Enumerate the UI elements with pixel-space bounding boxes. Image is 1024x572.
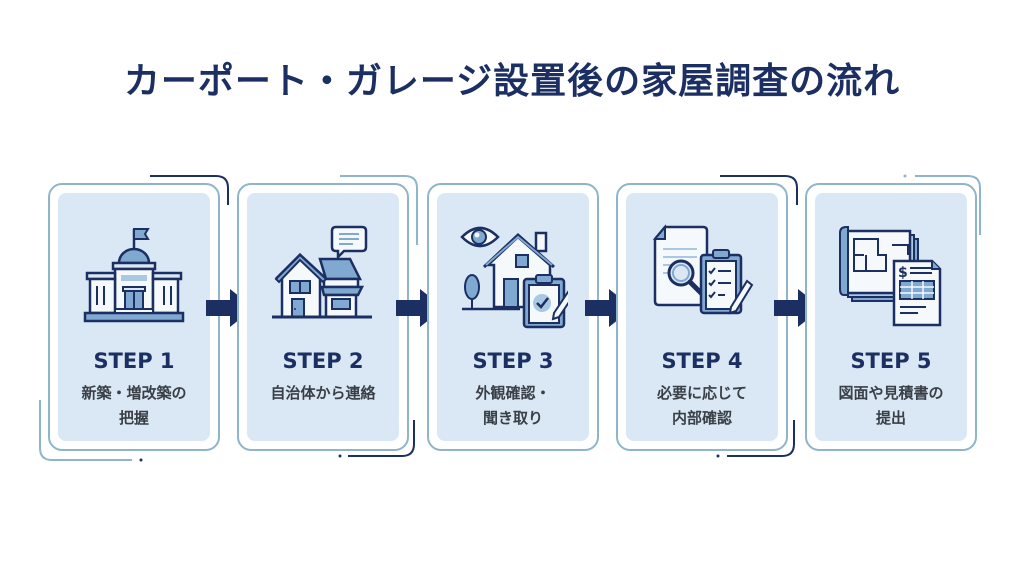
house-with-message-icon [272,225,372,319]
step-card: STEP 2 自治体から連絡 [247,193,399,441]
government-building-icon [83,228,185,323]
step-5-panel: $ STEP 5 図面や見積書の 提出 [805,183,977,451]
step-label: STEP 4 [661,349,743,373]
step-description: 自治体から連絡 [270,384,376,402]
step-4-panel: STEP 4 必要に応じて 内部確認 [616,183,788,451]
step-card: $ STEP 5 図面や見積書の 提出 [815,193,967,441]
step-label: STEP 3 [472,349,554,373]
step-3-panel: STEP 3 外観確認・ 聞き取り [427,183,599,451]
step-description: 図面や見積書の 提出 [838,384,944,427]
step-description: 外観確認・ 聞き取り [475,384,551,427]
step-2-panel: STEP 2 自治体から連絡 [237,183,409,451]
step-card: STEP 4 必要に応じて 内部確認 [626,193,778,441]
step-label: STEP 5 [850,349,932,373]
blueprint-estimate-icon: $ [839,226,942,327]
step-label: STEP 2 [282,349,364,373]
page-title: カーポート・ガレージ設置後の家屋調査の流れ [123,61,901,102]
step-description: 必要に応じて 内部確認 [656,384,747,427]
house-inspection-clipboard-icon [460,226,568,329]
step-label: STEP 1 [93,349,175,373]
step-1-panel: STEP 1 新築・増改築の 把握 [48,183,220,451]
svg-text:$: $ [898,265,908,281]
document-magnifier-checklist-icon [652,224,754,315]
step-description: 新築・増改築の 把握 [81,384,187,427]
step-card: STEP 1 新築・増改築の 把握 [58,193,210,441]
step-card: STEP 3 外観確認・ 聞き取り [437,193,589,441]
